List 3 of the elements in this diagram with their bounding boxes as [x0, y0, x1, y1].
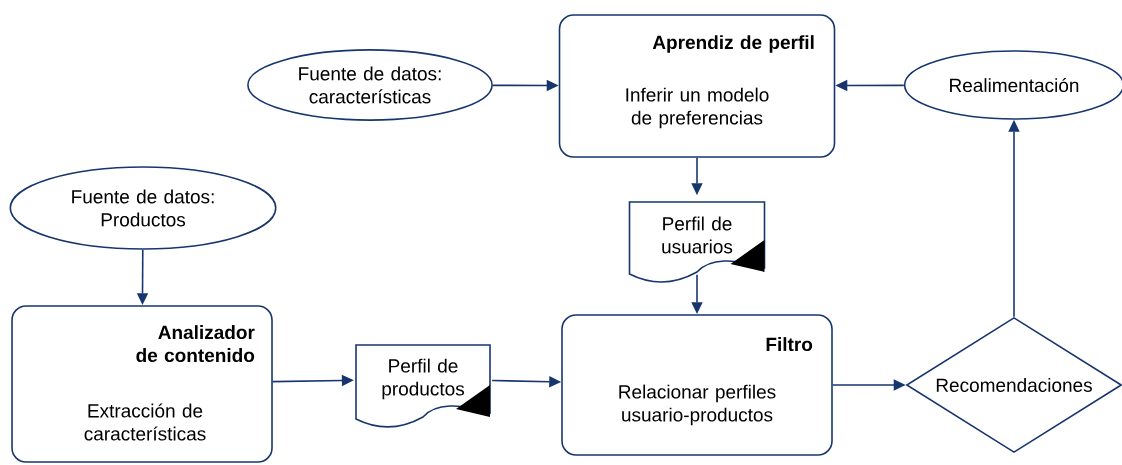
process-box: Aprendiz de perfil Inferir un modelo de preferencias [558, 14, 836, 158]
process-box: Filtro Relacionar perfiles usuario-productos [561, 314, 833, 456]
process-box: Analizador de contenido Extracción de características [11, 305, 273, 463]
